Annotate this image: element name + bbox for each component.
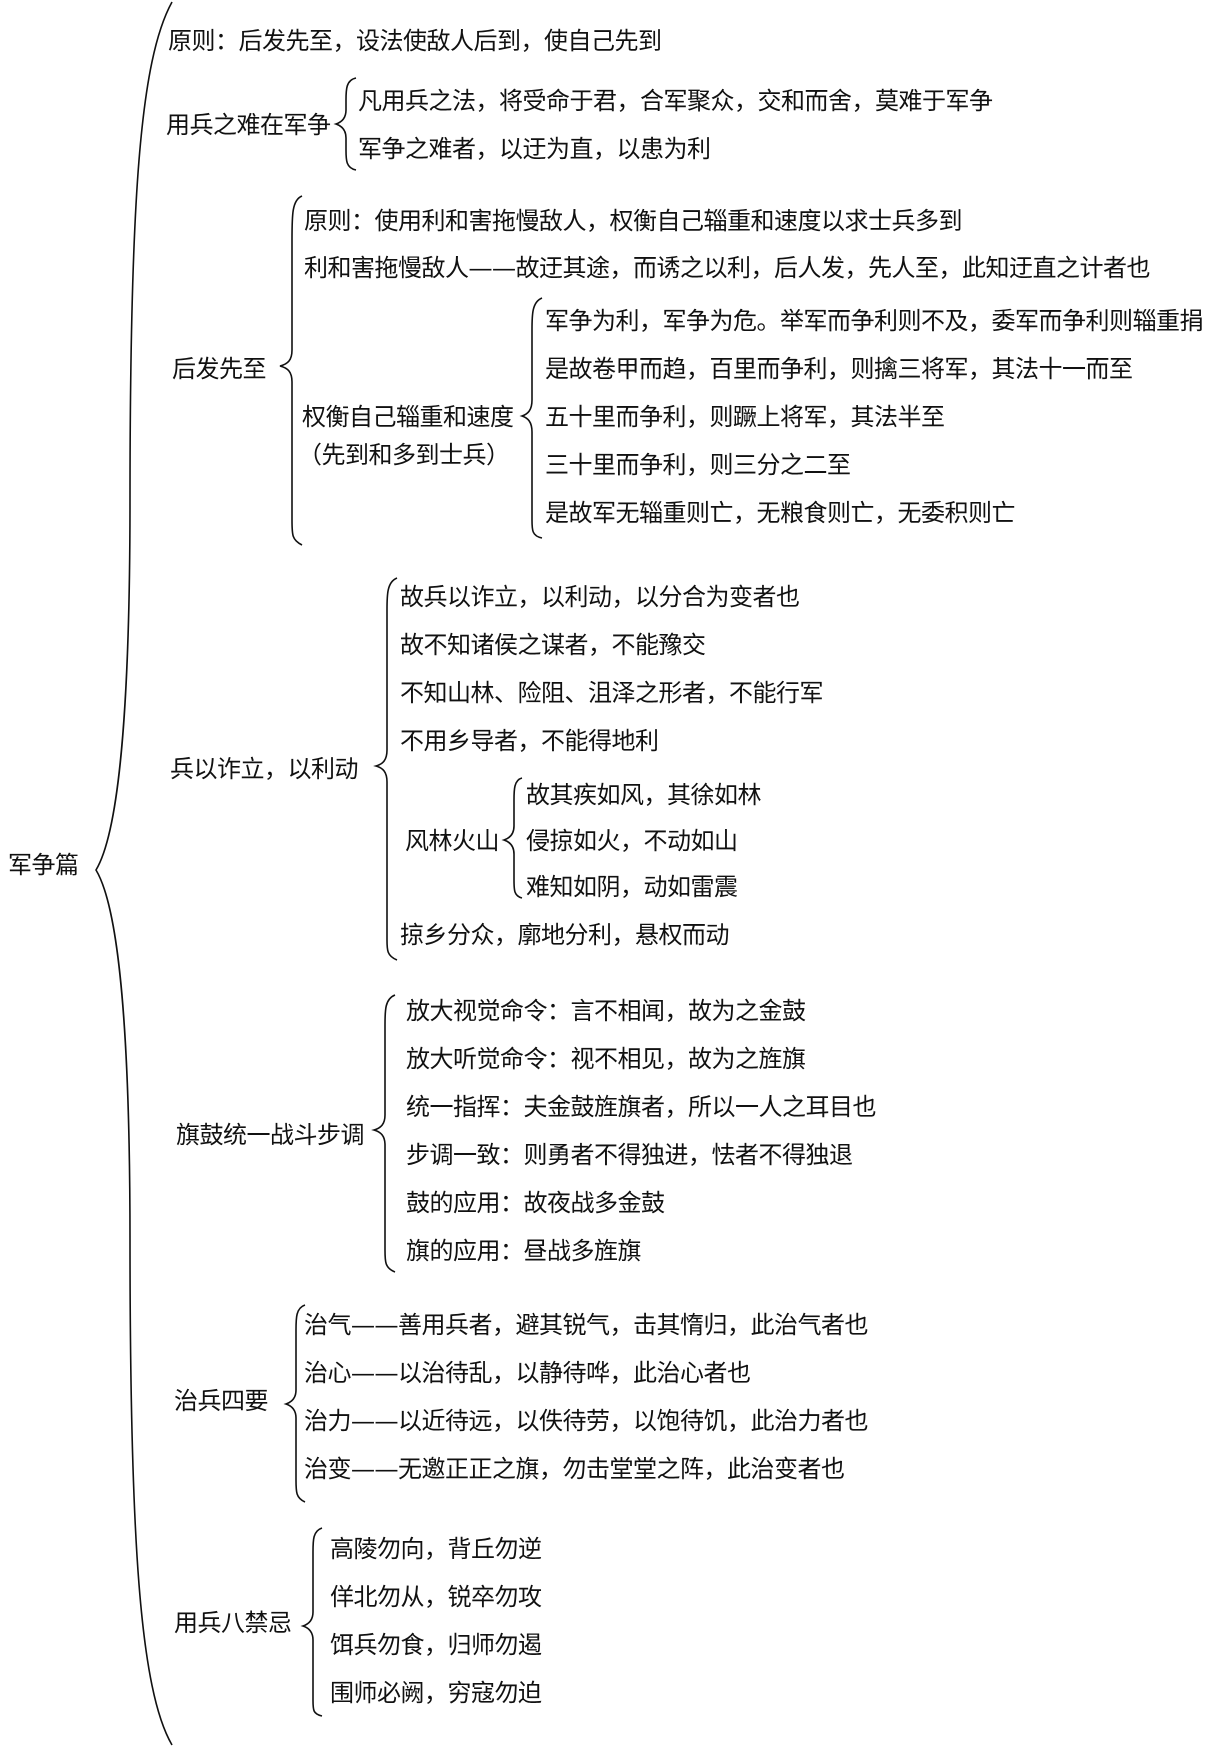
list-item: 放大视觉命令：言不相闻，故为之金鼓 [406, 997, 806, 1025]
brace-deception [373, 577, 398, 961]
list-item: 故不知诸侯之谋者，不能豫交 [400, 631, 706, 659]
list-item: 难知如阴，动如雷震 [526, 873, 738, 901]
list-item: 鼓的应用：故夜战多金鼓 [406, 1189, 665, 1217]
brace-four-essentials [283, 1304, 306, 1503]
list-item: 统一指挥：夫金鼓旌旗者，所以一人之耳目也 [406, 1093, 877, 1121]
section-label-four-essentials: 治兵四要 [174, 1387, 269, 1415]
list-item: 军争为利，军争为危。举军而争利则不及，委军而争利则辎重捐 [545, 307, 1204, 335]
list-item: 步调一致：则勇者不得独进，怯者不得独退 [406, 1141, 853, 1169]
list-item: 治气——善用兵者，避其锐气，击其惰归，此治气者也 [304, 1311, 869, 1339]
sub-label-balance-note: （先到和多到士兵） [298, 441, 510, 469]
list-item: 放大听觉命令：视不相见，故为之旌旗 [406, 1045, 806, 1073]
list-item: 凡用兵之法，将受命于君，合军聚众，交和而舍，莫难于军争 [358, 87, 993, 115]
list-item: 是故卷甲而趋，百里而争利，则擒三将军，其法十一而至 [545, 355, 1133, 383]
section-label-difficulty: 用兵之难在军争 [166, 111, 331, 139]
list-item: 治心——以治待乱，以静待哗，此治心者也 [304, 1359, 751, 1387]
root-brace [95, 1, 173, 1746]
list-item: 利和害拖慢敌人——故迂其途，而诱之以利，后人发，先人至，此知迂直之计者也 [304, 254, 1151, 282]
brace-late-start [279, 195, 303, 546]
brace-eight-taboos [300, 1527, 323, 1717]
section-label-drums-flags: 旗鼓统一战斗步调 [176, 1121, 365, 1149]
section-label-late-start: 后发先至 [172, 355, 267, 383]
section-label-eight-taboos: 用兵八禁忌 [174, 1609, 292, 1637]
sub-label-balance: 权衡自己辎重和速度 [302, 403, 514, 431]
list-item: 不用乡导者，不能得地利 [400, 727, 659, 755]
list-item: 故其疾如风，其徐如林 [526, 781, 762, 809]
section-label-deception: 兵以诈立，以利动 [170, 755, 359, 783]
list-item: 军争之难者，以迂为直，以患为利 [358, 135, 711, 163]
list-item: 五十里而争利，则蹶上将军，其法半至 [545, 403, 945, 431]
brace-difficulty [333, 77, 357, 171]
list-item: 饵兵勿食，归师勿遏 [330, 1631, 542, 1659]
list-item: 高陵勿向，背丘勿逆 [330, 1535, 542, 1563]
list-item: 故兵以诈立，以利动，以分合为变者也 [400, 583, 800, 611]
list-item: 三十里而争利，则三分之二至 [545, 451, 851, 479]
list-item: 是故军无辎重则亡，无粮食则亡，无委积则亡 [545, 499, 1016, 527]
list-item: 佯北勿从，锐卒勿攻 [330, 1583, 542, 1611]
list-item: 掠乡分众，廓地分利，悬权而动 [400, 921, 730, 949]
list-item: 旗的应用：昼战多旌旗 [406, 1237, 642, 1265]
sub-label-wind-forest: 风林火山 [405, 827, 500, 855]
list-item: 治力——以近待远，以佚待劳，以饱待饥，此治力者也 [304, 1407, 869, 1435]
principle-text: 原则：后发先至，设法使敌人后到，使自己先到 [168, 27, 662, 55]
list-item: 不知山林、险阻、沮泽之形者，不能行军 [400, 679, 824, 707]
list-item: 治变——无邀正正之旗，勿击堂堂之阵，此治变者也 [304, 1455, 845, 1483]
list-item: 原则：使用利和害拖慢敌人，权衡自己辎重和速度以求士兵多到 [304, 207, 963, 235]
brace-balance [519, 297, 543, 539]
brace-wind-forest [501, 777, 523, 899]
brace-drums-flags [371, 994, 396, 1273]
root-label: 军争篇 [8, 851, 79, 879]
list-item: 侵掠如火，不动如山 [526, 827, 738, 855]
list-item: 围师必阙，穷寇勿迫 [330, 1679, 542, 1707]
